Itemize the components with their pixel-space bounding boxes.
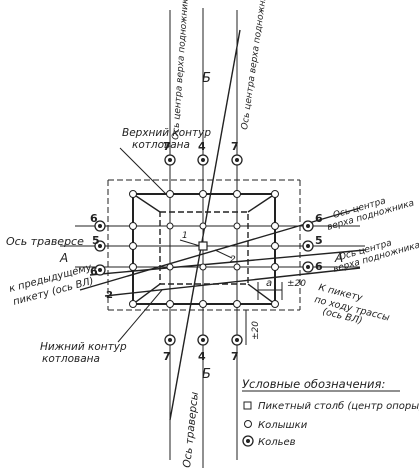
peg [271, 242, 279, 250]
num-4-bottom: 4 [198, 350, 206, 363]
legend: Условные обозначения: Пикетный столб (це… [242, 377, 419, 448]
peg [233, 263, 241, 271]
legend-peg-icon [244, 420, 252, 428]
peg [166, 300, 174, 308]
peg [129, 190, 137, 198]
num-5-right: 5 [315, 234, 323, 247]
peg [271, 300, 279, 308]
num-7-top-right: 7 [231, 140, 239, 153]
num-7-bottom-left: 7 [163, 350, 171, 363]
axis-top-left-label: Ось центра верха подножника [171, 0, 191, 140]
peg [166, 222, 174, 230]
peg [271, 222, 279, 230]
num-4-top: 4 [198, 140, 206, 153]
num-6-right: 6 [315, 212, 323, 225]
dim-a-label: а [266, 278, 272, 289]
peg [271, 190, 279, 198]
peg [199, 263, 207, 271]
num-5-left: 5 [92, 234, 100, 247]
axis-label-a-right: А [334, 251, 343, 265]
peg [129, 300, 137, 308]
stake-center [98, 224, 102, 228]
num-6-left: 6 [90, 212, 98, 225]
stake-center [201, 158, 205, 162]
num-6-right-lower: 6 [315, 260, 323, 273]
corner-br [247, 283, 276, 305]
num-7-bottom-right: 7 [231, 350, 239, 363]
vl-axis-diagonal-1 [79, 207, 361, 291]
stake-center [168, 338, 172, 342]
axis-traverse-bottom-label: Ось траверсы [181, 391, 201, 468]
bottom-contour-label-2: котлована [42, 353, 100, 365]
pegs [129, 190, 279, 308]
corner-tl [132, 193, 161, 213]
axis-label-b-bottom: Б [202, 367, 211, 382]
axis-label-a-left: А [59, 251, 68, 265]
stake-center [98, 268, 102, 272]
stake-center [306, 224, 310, 228]
peg [233, 190, 241, 198]
legend-item-stakes: Кольев [258, 437, 296, 448]
num-7-top-left: 7 [163, 140, 171, 153]
arrow-1 [179, 239, 201, 247]
stake-center [235, 158, 239, 162]
axis-label-b-top: Б [202, 71, 211, 86]
stake-center [98, 244, 102, 248]
stake-center [201, 338, 205, 342]
corner-tr [247, 193, 276, 213]
leader-top-contour [119, 147, 169, 197]
cross-axis-label: Ось траверсе [6, 235, 84, 248]
legend-item-pegs: Колышки [258, 420, 308, 431]
peg [166, 263, 174, 271]
legend-picket-post-icon [243, 401, 252, 410]
dim-1-label: 1 [182, 231, 188, 241]
lower-contour [159, 211, 249, 285]
dim-pm20-right: ±20 [287, 279, 306, 289]
peg [129, 263, 137, 271]
bottom-contour-label: Нижний контур [40, 341, 127, 353]
legend-stake-icon-center [246, 439, 250, 443]
peg [271, 263, 279, 271]
peg [199, 300, 207, 308]
vl-axis-diagonal-2 [89, 249, 366, 276]
peg [129, 222, 137, 230]
center-picket-post [198, 241, 208, 251]
top-contour-label: Верхний контур [122, 127, 211, 139]
peg [233, 222, 241, 230]
dim-pm20-bottom: ±20 [251, 321, 261, 340]
peg [166, 190, 174, 198]
vl-axis-diagonal-3 [104, 267, 361, 297]
stake-center [168, 158, 172, 162]
stake-center [235, 338, 239, 342]
stakes [94, 154, 314, 346]
peg [129, 242, 137, 250]
corner-bl [132, 283, 161, 305]
arrow-2 [214, 249, 233, 259]
num-2-left: 2 [106, 290, 113, 301]
axis-top-right-label: Ось центра верха подножника [240, 0, 270, 130]
top-contour-label-2: котлована [132, 139, 190, 151]
peg [199, 190, 207, 198]
stake-center [306, 265, 310, 269]
dim-2-label: 2 [230, 255, 236, 265]
num-6-left-lower: 6 [90, 265, 98, 278]
leader-bottom-contour [117, 289, 163, 343]
peg [233, 300, 241, 308]
stake-center [306, 244, 310, 248]
legend-item-picket: Пикетный столб (центр опоры) [258, 400, 419, 412]
peg [199, 222, 207, 230]
legend-title: Условные обозначения: [242, 377, 385, 391]
